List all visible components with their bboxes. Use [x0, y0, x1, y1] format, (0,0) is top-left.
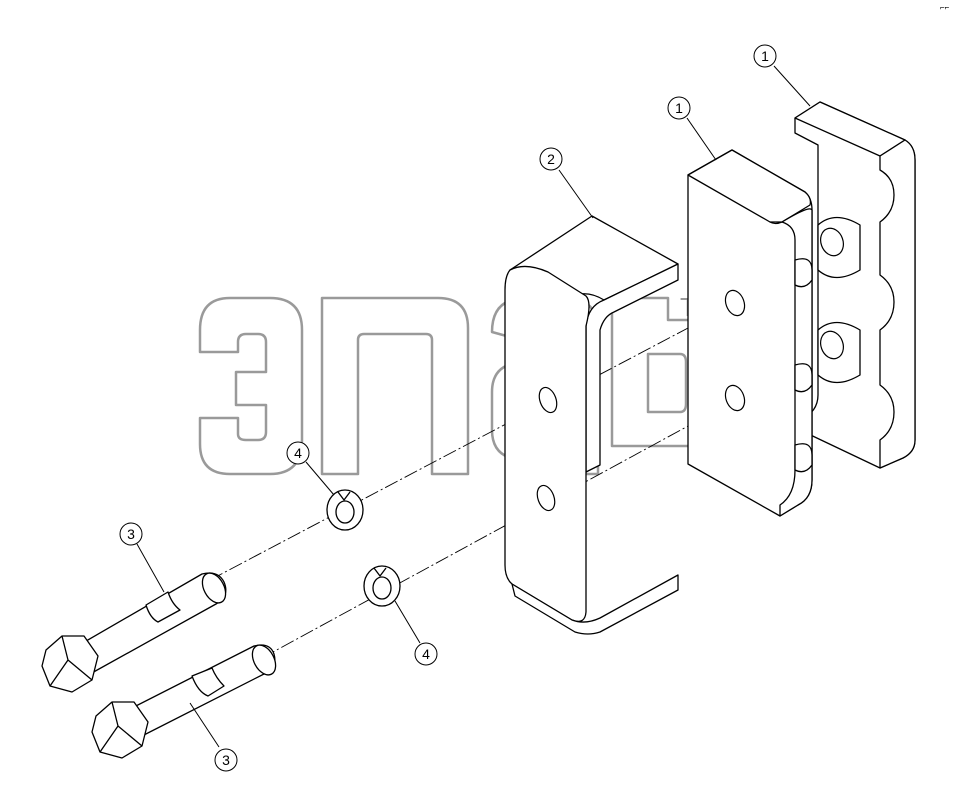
clamp-block-back — [794, 101, 916, 469]
centerline-lower — [261, 394, 746, 659]
block-hole-upper — [724, 289, 746, 317]
svg-text:3: 3 — [127, 526, 135, 542]
callout-3-upper: 3 — [119, 522, 143, 546]
lock-washer-lower — [363, 565, 401, 607]
clamp-block-front — [687, 149, 813, 517]
svg-text:2: 2 — [547, 151, 555, 167]
corner-mark: ⌐⌐ — [940, 3, 950, 12]
bracket-hole-lower — [536, 484, 556, 512]
lock-washer-upper — [326, 489, 364, 531]
block-hole-lower — [724, 384, 746, 412]
hex-bolt-lower — [91, 644, 277, 759]
callout-1-front: 1 — [667, 96, 691, 120]
callout-4-upper: 4 — [286, 441, 310, 465]
hex-bolt-upper — [41, 572, 227, 693]
svg-text:3: 3 — [222, 752, 230, 768]
watermark-logo: TM — [198, 292, 724, 476]
callout-3-lower: 3 — [214, 748, 238, 772]
callout-2: 2 — [539, 147, 563, 171]
leader-lines — [136, 65, 811, 748]
svg-text:1: 1 — [675, 100, 683, 116]
callout-1-back: 1 — [753, 44, 777, 68]
center-lines — [209, 297, 746, 659]
svg-text:4: 4 — [294, 445, 302, 461]
u-bracket — [504, 215, 679, 635]
svg-text:4: 4 — [422, 646, 430, 662]
watermark-letter-e — [198, 296, 304, 476]
svg-text:1: 1 — [761, 48, 769, 64]
callout-4-lower: 4 — [414, 642, 438, 666]
bracket-hole-upper — [538, 386, 558, 414]
centerline-upper — [209, 297, 746, 581]
watermark-letter-p — [320, 296, 470, 476]
